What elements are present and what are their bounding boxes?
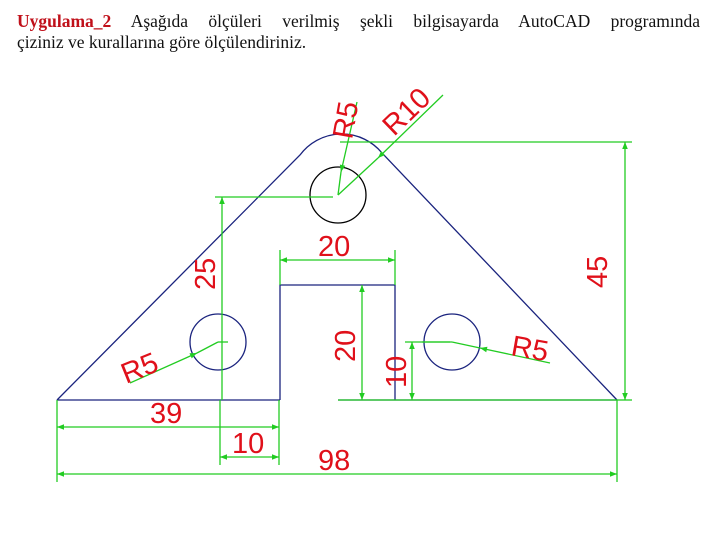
dim-text-39: 39 [150,398,182,430]
dim-text-r10: R10 [377,82,438,142]
dim-text-20-vertical: 20 [330,330,362,362]
instruction-line-2: çiziniz ve kurallarına göre ölçülendirin… [17,32,307,52]
dim-text-r5-top: R5 [327,99,365,141]
r5-left-leader [129,352,198,384]
outline-notch [279,284,396,400]
hole-left [189,313,247,371]
dim-text-10-vertical: 10 [381,356,413,388]
instruction-text: Uygulama_2 Aşağıda ölçüleri verilmiş şek… [17,11,700,53]
dim-text-20-horizontal: 20 [318,231,350,263]
dim-text-25: 25 [190,258,222,290]
dimension-lines [56,94,632,482]
r5-top-leader [339,101,358,173]
dim-text-r5-left: R5 [117,347,163,391]
dim-text-10-bottom: 10 [232,428,264,460]
part-outline [56,133,618,401]
outline-triangle-arc [56,133,618,401]
instruction-line-1: Uygulama_2 Aşağıda ölçüleri verilmiş şek… [17,11,700,32]
exercise-label: Uygulama_2 [17,11,112,31]
instruction-line-1-text: Aşağıda ölçüleri verilmiş şekli bilgisay… [130,11,700,31]
dim-text-r5-right: R5 [509,330,551,368]
dim-text-45: 45 [582,256,614,288]
r5-right-leader [479,346,551,364]
r10-leader [377,94,444,159]
dim-text-98: 98 [318,445,350,477]
hole-top [309,166,367,224]
